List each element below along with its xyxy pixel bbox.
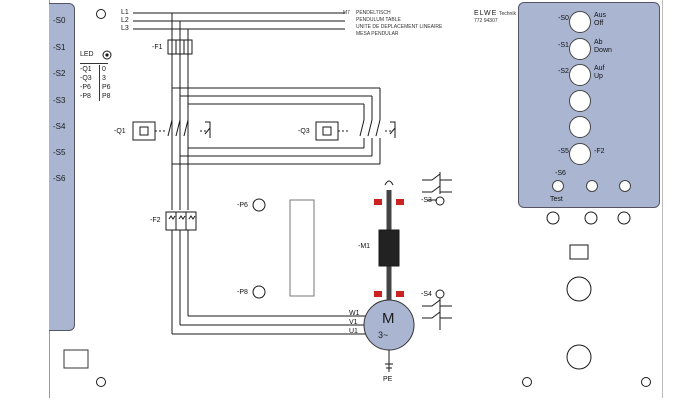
btn-s5-f2: -F2 — [594, 148, 605, 155]
test-button[interactable] — [552, 180, 564, 192]
btn-s0-en: Off — [594, 20, 604, 27]
fuse-label: -F1 — [152, 44, 163, 51]
left-label-s4: -S4 — [53, 122, 66, 131]
title-line-4: MESA PENDULAR — [356, 31, 399, 37]
switch-s4-knob — [435, 289, 445, 299]
btn-s2-en: Up — [594, 73, 603, 80]
contactor-q3-label: -Q3 — [298, 128, 310, 135]
pe-label: PE — [383, 376, 393, 383]
lamp-p6 — [252, 198, 266, 212]
btn-s1-de: Ab — [594, 39, 603, 46]
overload-f2-b — [175, 211, 187, 231]
terminal-w1: W1 — [349, 310, 360, 317]
contactor-q1-coil — [132, 121, 156, 141]
btn-s0-id: -S0 — [558, 15, 569, 22]
title-line-1: PENDELTISCH — [356, 10, 391, 16]
led-row-p6-val: P6 — [102, 84, 111, 91]
terminal-v1: V1 — [349, 319, 358, 326]
left-label-s1: -S1 — [53, 43, 66, 52]
red-stop-1 — [374, 199, 382, 205]
line-label-l2: L2 — [121, 17, 129, 24]
left-control-strip — [49, 3, 75, 331]
brand-sub: Technik — [499, 11, 516, 17]
brand-logo: ELWE — [474, 10, 498, 17]
lower-knob-1 — [566, 276, 592, 302]
blank-button-2[interactable] — [569, 116, 591, 138]
lamp-p8-label: -P8 — [237, 289, 248, 296]
led-row-q3-val: 3 — [102, 75, 106, 82]
switch-s3-label: -S3 — [421, 197, 432, 204]
lower-socket-1 — [546, 211, 560, 225]
red-stop-2 — [396, 199, 404, 205]
lamp-p8 — [252, 285, 266, 299]
led-row-p6: -P6 — [80, 84, 91, 91]
lower-knob-2 — [566, 344, 592, 370]
switch-s3-knob — [435, 196, 445, 206]
table-slot — [289, 199, 315, 297]
part-number: 772 94307 — [474, 18, 498, 24]
led-row-q1: -Q1 — [80, 66, 92, 73]
lower-rect — [569, 244, 589, 260]
reset-button[interactable] — [569, 143, 591, 165]
screw-hole-bottom-far-right — [641, 377, 651, 387]
line-label-l1: L1 — [121, 9, 129, 16]
panel-lamp-2 — [619, 180, 631, 192]
btn-s1-id: -S1 — [558, 42, 569, 49]
led-row-q1-val: 0 — [102, 66, 106, 73]
screw-hole-bottom-left — [96, 377, 106, 387]
lamp-p6-label: -P6 — [237, 202, 248, 209]
title-line-3: UNITE DE DEPLACEMENT LINEAIRE — [356, 24, 443, 30]
red-stop-3 — [374, 291, 382, 297]
btn-s1-en: Down — [594, 47, 612, 54]
mover-label: -M1 — [358, 243, 371, 250]
down-button[interactable] — [569, 38, 591, 60]
screw-hole-bottom-right — [522, 377, 532, 387]
led-row-p8-val: P8 — [102, 93, 111, 100]
left-label-s3: -S3 — [53, 96, 66, 105]
btn-s5-id: -S5 — [558, 148, 569, 155]
screw-hole-top-left — [96, 9, 106, 19]
btn-s0-de: Aus — [594, 12, 607, 19]
bottom-logo — [63, 349, 89, 369]
btn-s2-de: Auf — [594, 65, 605, 72]
led-row-q3: -Q3 — [80, 75, 92, 82]
up-button[interactable] — [569, 64, 591, 86]
line-label-l3: L3 — [121, 25, 129, 32]
test-label: Test — [550, 196, 563, 203]
btn-s2-id: -S2 — [558, 68, 569, 75]
terminal-u1: U1 — [349, 328, 358, 335]
spindle-top — [384, 180, 394, 186]
lower-socket-3 — [617, 211, 631, 225]
left-label-s2: -S2 — [53, 69, 66, 78]
left-label-s0: -S0 — [53, 16, 66, 25]
overload-label: -F2 — [150, 217, 161, 224]
led-row-p8: -P8 — [80, 93, 91, 100]
title-line-2: PENDULUM TABLE — [356, 17, 401, 23]
blank-button-1[interactable] — [569, 90, 591, 112]
contactor-q1-label: -Q1 — [114, 128, 126, 135]
lower-socket-2 — [584, 211, 598, 225]
overload-f2-a — [165, 211, 177, 231]
s6-label: -S6 — [555, 170, 566, 177]
overload-f2-c — [185, 211, 197, 231]
motor-sub-label: 3~ — [378, 330, 389, 340]
panel-lamp-1 — [586, 180, 598, 192]
red-stop-4 — [396, 291, 404, 297]
switch-s4-label: -S4 — [421, 291, 432, 298]
left-label-s5: -S5 — [53, 148, 66, 157]
title-code: M7 — [343, 10, 350, 16]
led-table: LED -Q1 0 -Q3 3 -P6 P6 -P8 P8 — [80, 48, 122, 104]
left-label-s6: -S6 — [53, 174, 66, 183]
mover-m1 — [378, 229, 400, 267]
off-button[interactable] — [569, 11, 591, 33]
led-title: LED — [80, 51, 94, 58]
contactor-q3-coil — [315, 121, 339, 141]
motor-label: M — [382, 310, 395, 327]
